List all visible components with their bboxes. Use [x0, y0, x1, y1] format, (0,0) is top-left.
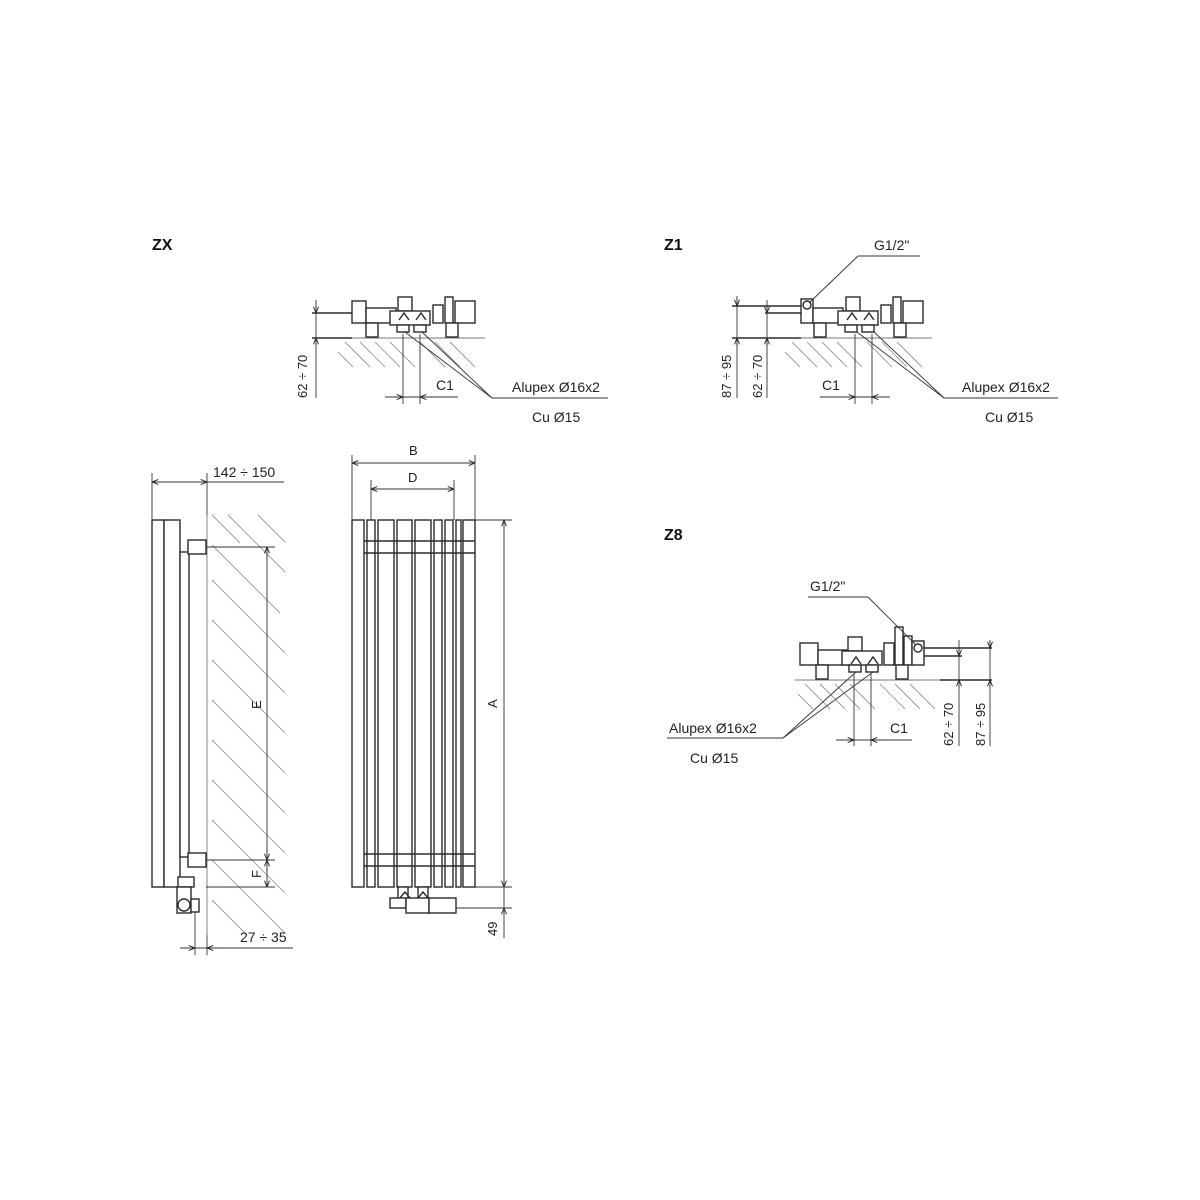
- z1-wall-hatch: [782, 337, 932, 368]
- z8-title: Z8: [664, 527, 683, 544]
- front-valve: [389, 886, 457, 914]
- zx-valve-block: [312, 296, 476, 339]
- z8-alupex-label: Alupex Ø16x2: [669, 720, 757, 736]
- z8-wall-hatch: [795, 679, 945, 710]
- zx-alupex-label: Alupex Ø16x2: [512, 379, 600, 395]
- side-range-142-150: 142 ÷ 150: [213, 464, 275, 480]
- z8-range-87-95: 87 ÷ 95: [973, 703, 988, 746]
- z8-c1-label: C1: [890, 720, 908, 736]
- z8-cu-label: Cu Ø15: [690, 750, 738, 766]
- z1-cu-label: Cu Ø15: [985, 409, 1033, 425]
- z1-detail: Z1 87 ÷ 95: [664, 237, 1058, 425]
- z1-title: Z1: [664, 237, 683, 254]
- zx-c1-label: C1: [436, 377, 454, 393]
- front-dim-a: A: [485, 699, 500, 708]
- z1-g12-label: G1/2": [874, 237, 909, 253]
- side-view: 142 ÷ 150 E F 27 ÷ 35: [151, 464, 293, 955]
- front-dim-d: D: [408, 470, 417, 485]
- front-dim-b: B: [409, 443, 418, 458]
- z8-range-62-70: 62 ÷ 70: [941, 703, 956, 746]
- z8-valve-block: [799, 626, 992, 681]
- front-dimensions: B D A 49: [351, 443, 512, 938]
- zx-cu-label: Cu Ø15: [532, 409, 580, 425]
- zx-wall-hatch: [335, 337, 485, 368]
- z8-detail: Z8 62 ÷ 70: [664, 527, 992, 766]
- zx-title: ZX: [152, 237, 173, 254]
- z1-range-62-70: 62 ÷ 70: [750, 355, 765, 398]
- side-dim-e: E: [249, 700, 264, 709]
- z1-alupex-label: Alupex Ø16x2: [962, 379, 1050, 395]
- zx-dimensions: 62 ÷ 70 C1 Alupex Ø16x2 Cu Ø15: [295, 300, 608, 425]
- front-radiator-tubes: [351, 519, 476, 888]
- side-wall-hatch: [206, 514, 286, 936]
- z1-dimensions: 87 ÷ 95 62 ÷ 70 C1 Alupex Ø16x2 Cu Ø15 G…: [719, 237, 1058, 425]
- z1-valve-block: [732, 296, 924, 339]
- front-view: B D A 49: [351, 443, 512, 938]
- side-radiator-body: [151, 519, 207, 914]
- front-dim-49: 49: [485, 922, 500, 936]
- side-dimensions: 142 ÷ 150 E F 27 ÷ 35: [151, 464, 293, 955]
- z8-dimensions: 62 ÷ 70 87 ÷ 95 C1 Alupex Ø16x2 Cu Ø15 G…: [667, 578, 990, 766]
- z1-c1-label: C1: [822, 377, 840, 393]
- zx-range-62-70: 62 ÷ 70: [295, 355, 310, 398]
- z1-range-87-95: 87 ÷ 95: [719, 355, 734, 398]
- zx-detail: ZX 62 ÷ 70: [152, 237, 608, 425]
- side-dim-f: F: [249, 870, 264, 878]
- side-range-27-35: 27 ÷ 35: [240, 929, 287, 945]
- z8-g12-label: G1/2": [810, 578, 845, 594]
